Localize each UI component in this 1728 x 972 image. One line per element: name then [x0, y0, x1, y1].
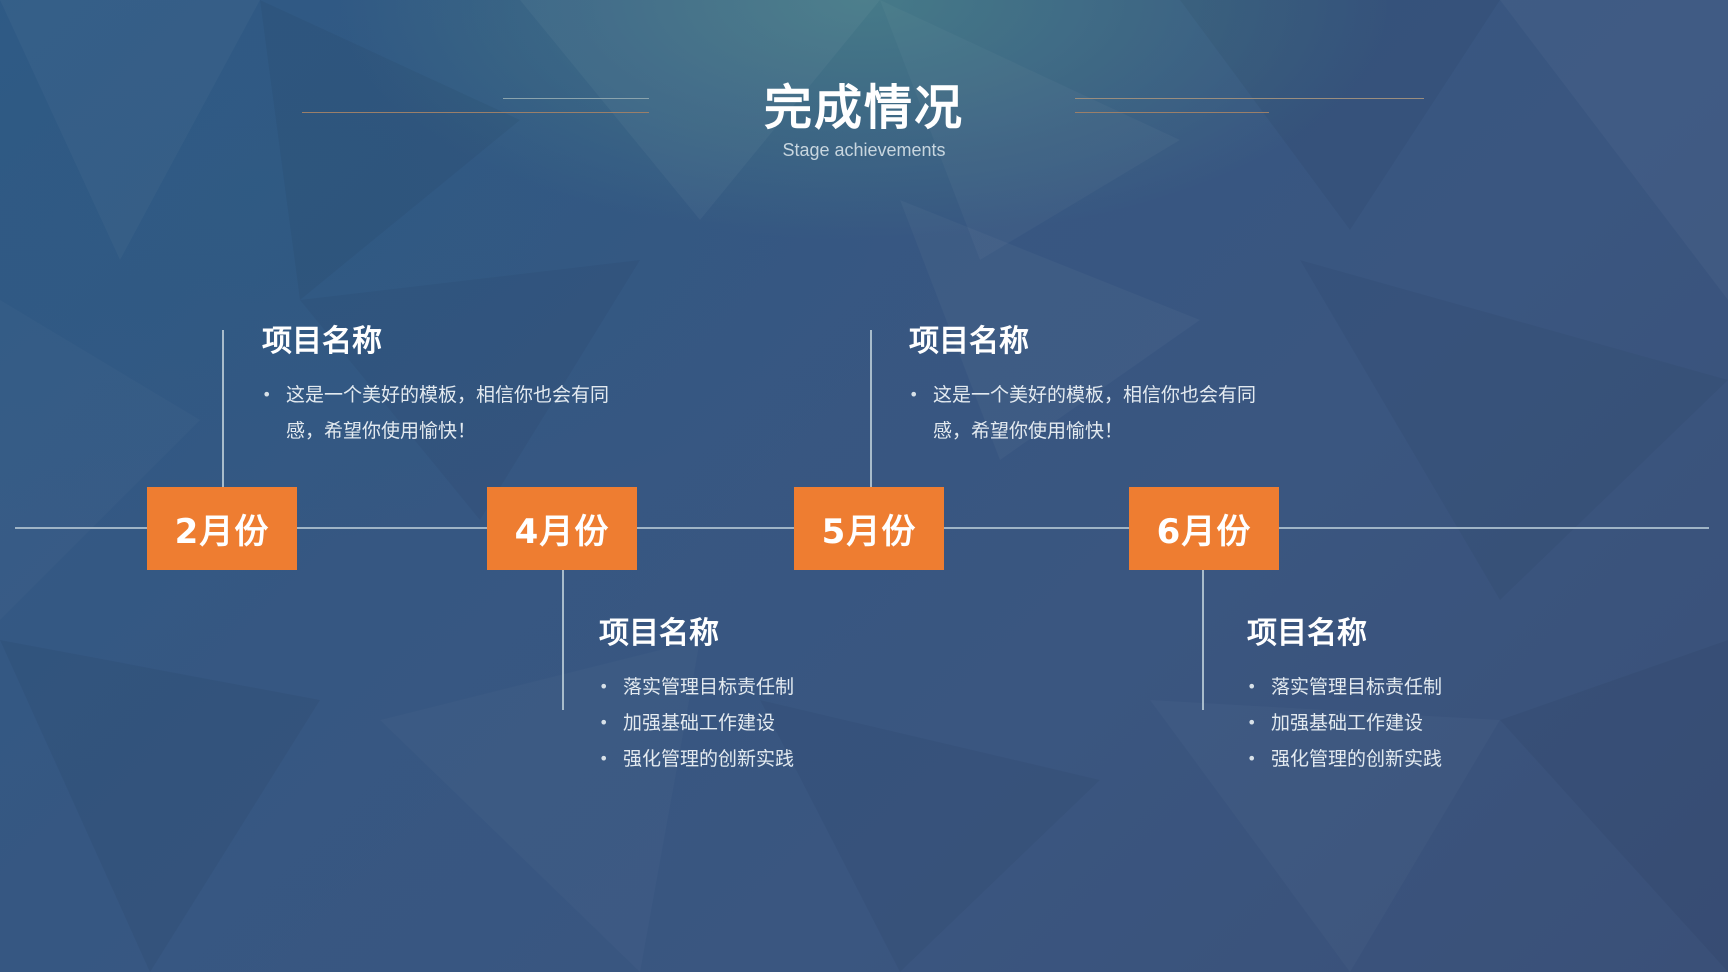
connector-6	[1202, 570, 1204, 710]
month-marker-2: 2月份	[147, 487, 297, 570]
month-marker-4: 4月份	[487, 487, 637, 570]
page-subtitle: Stage achievements	[782, 140, 946, 160]
project-title: 项目名称	[262, 324, 382, 359]
list-item: 落实管理目标责任制	[599, 669, 794, 705]
project-description: 这是一个美好的模板，相信你也会有同感，希望你使用愉快！	[262, 377, 616, 449]
title-deco-line-left-long	[302, 112, 649, 113]
connector-4	[562, 570, 564, 710]
title-deco-line-left-short	[503, 98, 649, 99]
project-bullet-list: 落实管理目标责任制 加强基础工作建设 强化管理的创新实践	[599, 669, 794, 777]
project-title: 项目名称	[1247, 616, 1367, 651]
list-item: 加强基础工作建设	[1247, 705, 1442, 741]
list-item: 强化管理的创新实践	[599, 741, 794, 777]
project-description: 这是一个美好的模板，相信你也会有同感，希望你使用愉快！	[909, 377, 1263, 449]
list-item: 落实管理目标责任制	[1247, 669, 1442, 705]
month-marker-5: 5月份	[794, 487, 944, 570]
connector-5	[870, 330, 872, 487]
list-item: 加强基础工作建设	[599, 705, 794, 741]
connector-2	[222, 330, 224, 487]
list-item: 强化管理的创新实践	[1247, 741, 1442, 777]
month-marker-6: 6月份	[1129, 487, 1279, 570]
page-title: 完成情况	[763, 80, 964, 136]
title-deco-line-right-short	[1075, 112, 1269, 113]
project-title: 项目名称	[909, 324, 1029, 359]
project-title: 项目名称	[599, 616, 719, 651]
title-deco-line-right-long	[1075, 98, 1424, 99]
project-bullet-list: 落实管理目标责任制 加强基础工作建设 强化管理的创新实践	[1247, 669, 1442, 777]
